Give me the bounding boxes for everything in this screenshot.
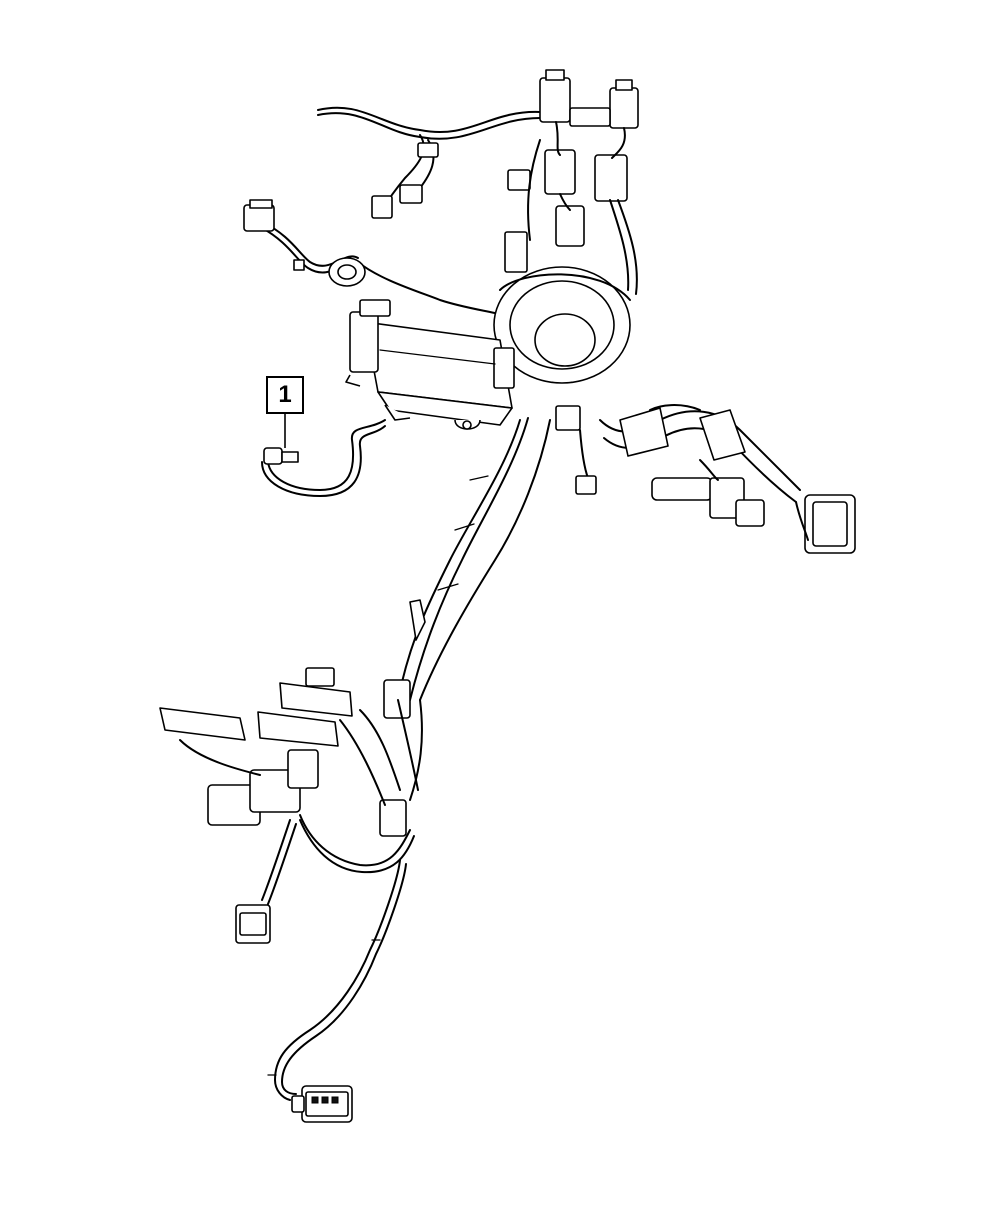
upper-left-connectors xyxy=(243,142,439,287)
ground-wire-part-1 xyxy=(261,419,386,497)
main-module-box xyxy=(345,299,515,430)
central-grommet xyxy=(493,266,631,384)
top-right-connector-cluster xyxy=(504,69,639,295)
right-branch xyxy=(555,404,856,554)
upper-left-branch-wires xyxy=(261,106,541,321)
lower-left-connector-cluster xyxy=(159,667,423,874)
main-trunk xyxy=(397,417,551,701)
lower-branch-wires xyxy=(235,819,407,1123)
callout-1: 1 xyxy=(266,376,304,414)
